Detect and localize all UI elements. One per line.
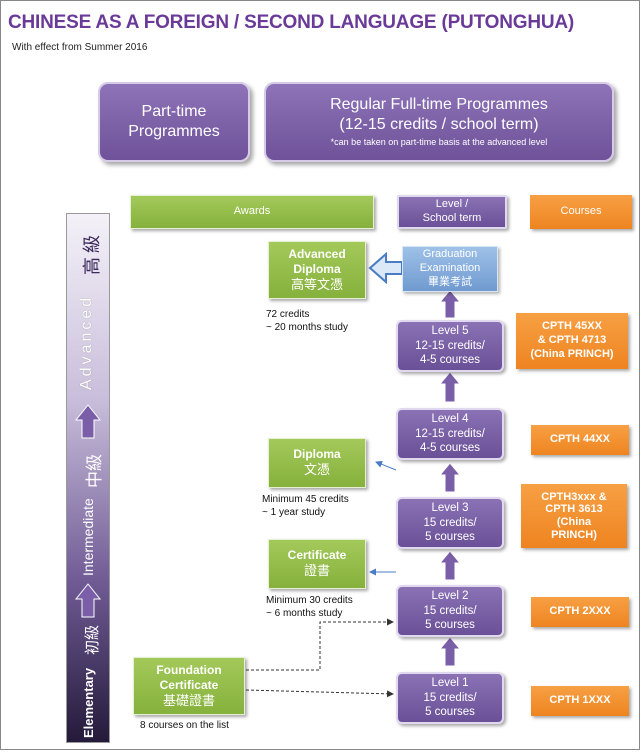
awards-column-header: Awards xyxy=(130,195,374,229)
level-5-credits: 12-15 credits/ xyxy=(415,339,485,352)
advanced-diploma-en: Advanced Diploma xyxy=(288,246,346,276)
level-1-name: Level 1 xyxy=(431,677,469,690)
diploma-note: Minimum 45 credits ~ 1 year study xyxy=(262,494,349,518)
level-arrow-3-4 xyxy=(438,462,462,493)
level-5-courses: 4-5 courses xyxy=(419,354,481,367)
level-3-credits: 15 credits/ xyxy=(423,516,477,529)
diploma-box: Diploma 文憑 xyxy=(268,438,366,488)
level-1-box: Level 1 15 credits/ 5 courses xyxy=(396,672,504,724)
level-column-header: Level / School term xyxy=(397,195,507,229)
advanced-diploma-cn: 高等文憑 xyxy=(290,276,343,292)
level-4-box: Level 4 12-15 credits/ 4-5 courses xyxy=(396,408,504,460)
page-subtitle: With effect from Summer 2016 xyxy=(12,42,148,53)
level-3-courses: 5 courses xyxy=(425,531,475,544)
full-time-title: Regular Full-time Programmes xyxy=(330,96,548,114)
courses-column-header: Courses xyxy=(530,195,632,229)
full-time-note: *can be taken on part-time basis at the … xyxy=(330,137,548,148)
graduation-exam-box: Graduation Examination 畢業考試 xyxy=(402,246,498,292)
certificate-cn: 證書 xyxy=(303,563,330,579)
level-stage-bar xyxy=(66,213,110,743)
foundation-to-level1-line xyxy=(245,689,394,698)
foundation-to-level2-line xyxy=(246,618,394,671)
advanced-diploma-note: 72 credits ~ 20 months study xyxy=(266,309,348,333)
diploma-cn: 文憑 xyxy=(303,462,330,478)
level3-to-diploma-line xyxy=(375,460,397,471)
level-arrow-1-2 xyxy=(438,636,462,667)
level-2-credits: 15 credits/ xyxy=(423,604,477,617)
level-arrow-4-5 xyxy=(438,371,462,403)
foundation-cn: 基礎證書 xyxy=(162,692,215,708)
certificate-box: Certificate 證書 xyxy=(268,539,366,589)
level-header-label: Level / School term xyxy=(422,198,482,224)
level-arrow-2-3 xyxy=(438,550,462,581)
level-5-name: Level 5 xyxy=(431,325,469,338)
full-time-credits: (12-15 credits / school term) xyxy=(339,116,539,134)
side-arrow-lower xyxy=(74,583,102,618)
course-level-3: CPTH3xxx & CPTH 3613 (China PRINCH) xyxy=(521,484,627,548)
level-3-name: Level 3 xyxy=(431,502,469,515)
level-1-credits: 15 credits/ xyxy=(423,691,477,704)
foundation-note: 8 courses on the list xyxy=(140,720,229,731)
full-time-box: Regular Full-time Programmes (12-15 cred… xyxy=(264,82,614,162)
level-3-box: Level 3 15 credits/ 5 courses xyxy=(396,497,504,549)
course-level-5: CPTH 45XX & CPTH 4713 (China PRINCH) xyxy=(516,313,628,369)
level-2-box: Level 2 15 credits/ 5 courses xyxy=(396,585,504,637)
level-4-credits: 12-15 credits/ xyxy=(415,427,485,440)
foundation-certificate-box: Foundation Certificate 基礎證書 xyxy=(133,657,245,715)
diploma-en: Diploma xyxy=(293,447,341,462)
graduation-en: Graduation Examination xyxy=(419,248,481,275)
part-time-box: Part-time Programmes xyxy=(98,82,250,162)
level-1-courses: 5 courses xyxy=(425,706,475,719)
certificate-note: Minimum 30 credits ~ 6 months study xyxy=(266,595,353,619)
level-2-name: Level 2 xyxy=(431,590,469,603)
courses-header-label: Courses xyxy=(560,205,602,218)
graduation-cn: 畢業考試 xyxy=(428,275,472,288)
page-title: CHINESE AS A FOREIGN / SECOND LANGUAGE (… xyxy=(8,12,575,33)
graduation-to-diploma-arrow xyxy=(368,251,403,285)
awards-header-label: Awards xyxy=(233,205,271,218)
advanced-diploma-box: Advanced Diploma 高等文憑 xyxy=(268,241,366,299)
certificate-en: Certificate xyxy=(287,548,347,563)
course-level-4: CPTH 44XX xyxy=(531,425,629,455)
course-level-2: CPTH 2XXX xyxy=(531,597,629,627)
course-level-1: CPTH 1XXX xyxy=(531,686,629,716)
level-4-name: Level 4 xyxy=(431,413,469,426)
side-arrow-upper xyxy=(74,404,102,439)
level-arrow-5-grad xyxy=(438,289,462,319)
level-4-courses: 4-5 courses xyxy=(419,442,481,455)
foundation-en: Foundation Certificate xyxy=(156,662,222,692)
part-time-label: Part-time Programmes xyxy=(128,103,220,140)
level-5-box: Level 5 12-15 credits/ 4-5 courses xyxy=(396,320,504,372)
level-2-courses: 5 courses xyxy=(425,619,475,632)
